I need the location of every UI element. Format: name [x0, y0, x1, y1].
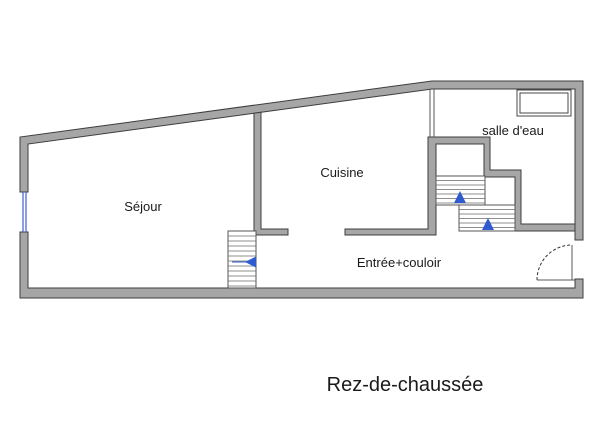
stair-direction-arrow-icon — [245, 256, 256, 268]
room-label-entree-couloir: Entrée+couloir — [357, 255, 442, 270]
entrance-door — [536, 244, 575, 281]
stairs-flight-lower — [458, 204, 516, 232]
room-labels: Séjour Cuisine salle d'eau Entrée+couloi… — [124, 123, 544, 270]
floor-title: Rez-de-chaussée — [327, 374, 484, 396]
room-label-sejour: Séjour — [124, 199, 162, 214]
stairs-flight-upper — [435, 175, 486, 206]
wall-stair-block — [344, 136, 576, 236]
exterior-wall-upper — [19, 80, 584, 241]
stair-direction-arrow-icon — [482, 218, 494, 230]
room-label-salle-eau: salle d'eau — [482, 123, 544, 138]
shower-fixture — [516, 89, 572, 117]
room-label-cuisine: Cuisine — [320, 165, 363, 180]
shower-inner — [519, 92, 569, 114]
exterior-wall-lower — [19, 231, 584, 299]
wall-sejour-cuisine — [253, 111, 289, 236]
stairs-entrance — [227, 230, 257, 289]
window-left — [22, 192, 27, 232]
door-swing-arc-icon — [536, 244, 573, 281]
stair-direction-arrow-icon — [454, 191, 466, 203]
exterior-walls — [19, 80, 584, 299]
